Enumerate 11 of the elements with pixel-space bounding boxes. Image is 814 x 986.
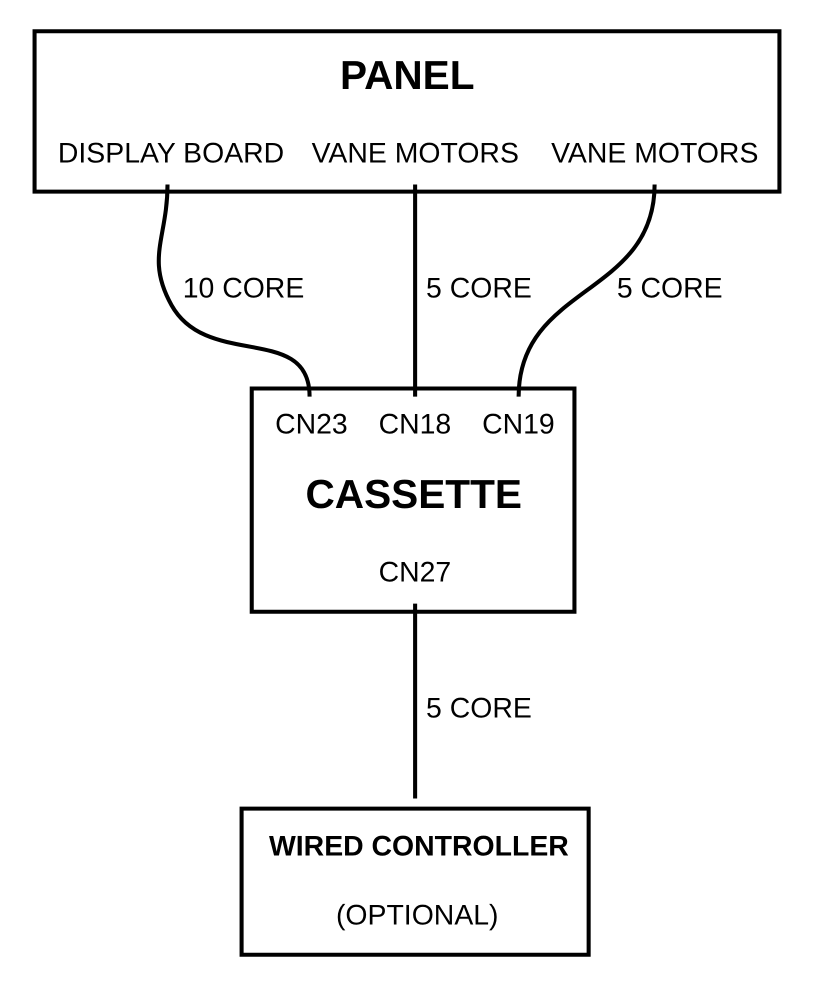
connector: [516, 184, 657, 397]
edge-label: 5 CORE: [616, 272, 723, 305]
connector: [413, 184, 418, 397]
node-box: CN23 CN18 CN19 CASSETTE CN27: [250, 386, 576, 614]
node-box: PANEL DISPLAY BOARD VANE MOTORS VANE MOTORS: [32, 29, 782, 194]
connector: [156, 184, 312, 397]
edge-label: 10 CORE: [182, 272, 304, 305]
edge-label: 5 CORE: [426, 272, 532, 305]
node-box: WIRED CONTROLLER (OPTIONAL): [240, 806, 591, 957]
connector: [413, 604, 418, 798]
edge-label: 5 CORE: [426, 692, 532, 725]
